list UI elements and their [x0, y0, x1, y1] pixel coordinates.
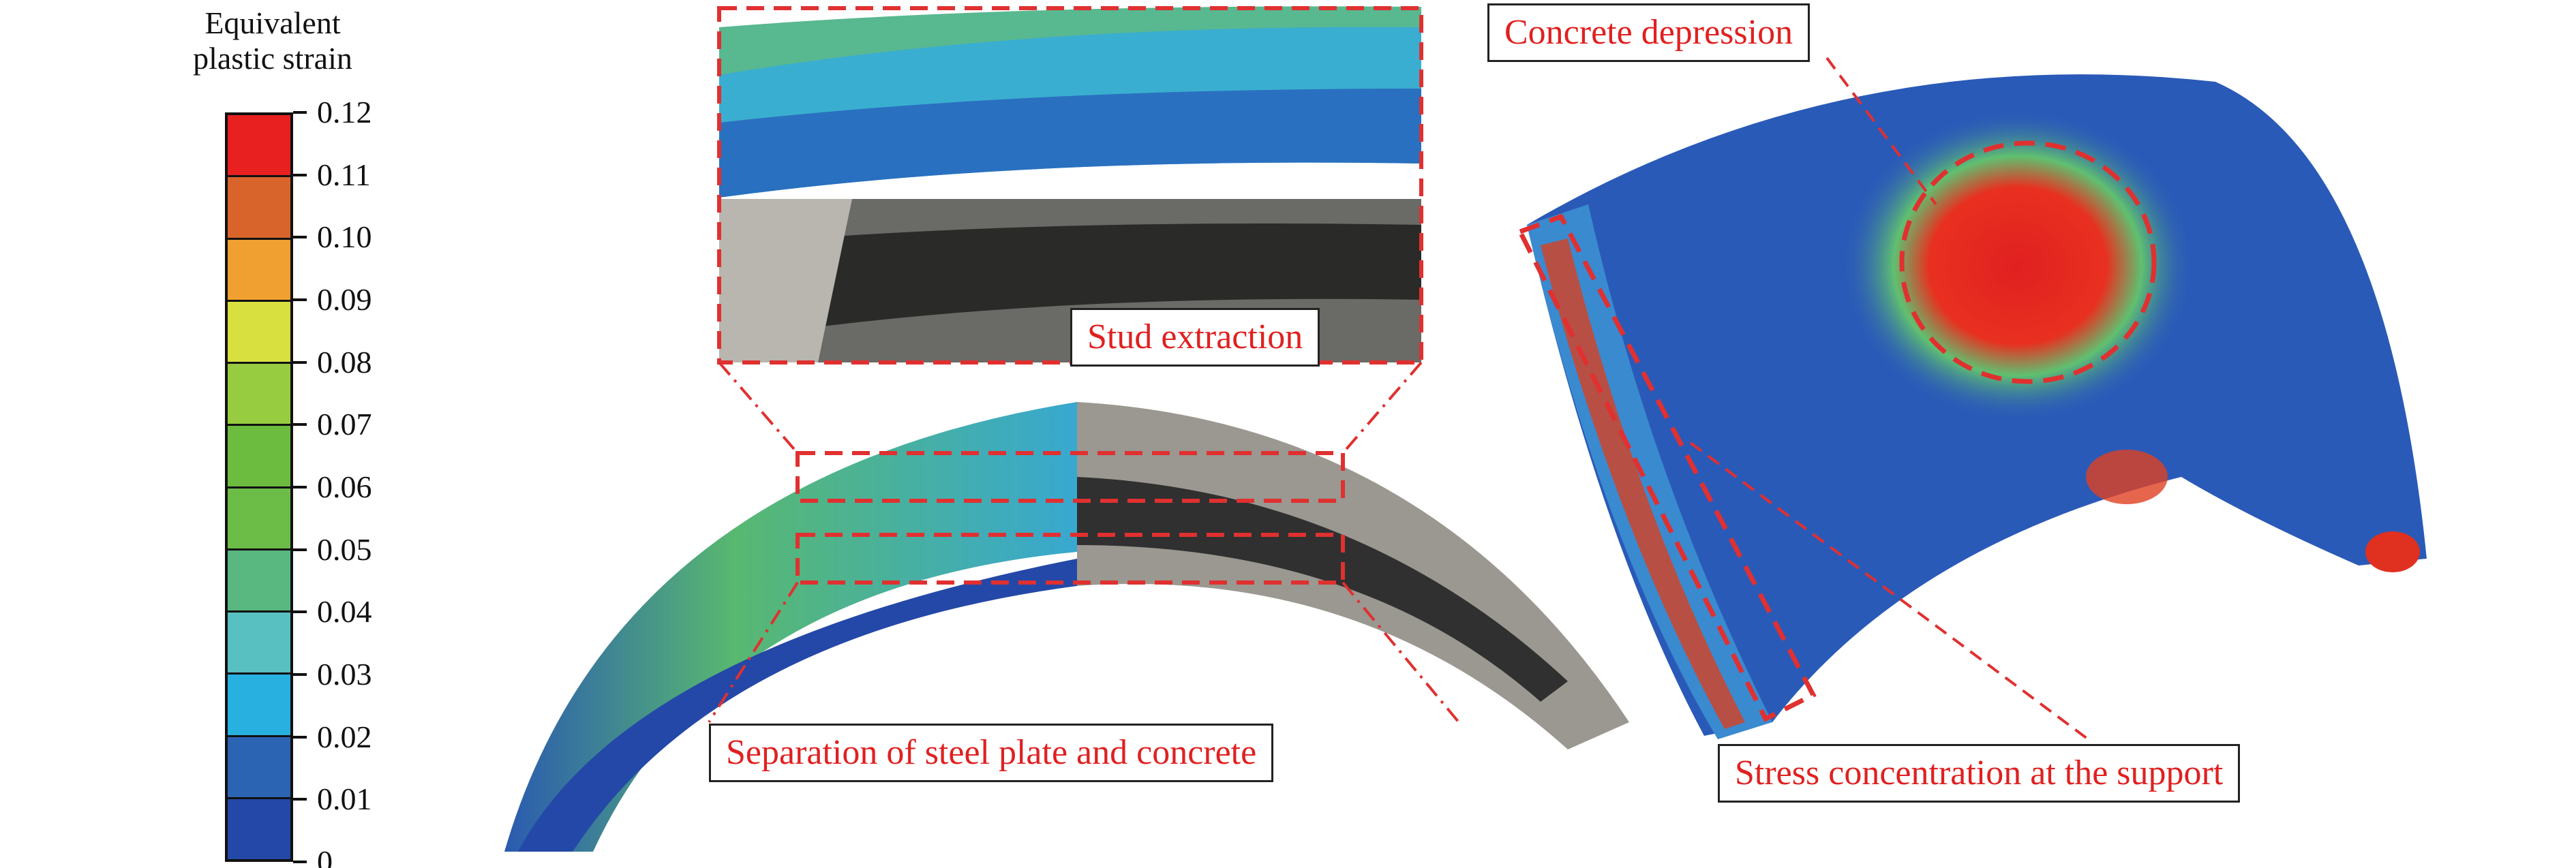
colorbar-tick [293, 673, 307, 676]
colorbar-band [228, 550, 290, 613]
colorbar-tick [293, 173, 307, 176]
arch-fe-model [504, 402, 1077, 852]
colorbar-tick-label: 0.10 [317, 219, 372, 255]
colorbar-tick-label: 0.02 [317, 719, 372, 754]
inset-fe-model [719, 6, 1421, 198]
colorbar-tick [293, 423, 307, 427]
support-dashed-box [1517, 213, 1817, 722]
dashed-box-separation [795, 533, 1345, 585]
leader-lines [708, 361, 1460, 724]
colorbar-tick [293, 798, 307, 801]
legend-title: Equivalent plastic strain [170, 5, 375, 76]
label-concrete-depression: Concrete depression [1487, 3, 1810, 62]
colorbar-tick-label: 0 [317, 844, 333, 868]
colorbar-band [228, 675, 290, 737]
arch-photo [1077, 402, 1629, 749]
label-stud-extraction: Stud extraction [1070, 308, 1320, 367]
colorbar-tick [293, 298, 307, 301]
label-stress-concentration: Stress concentration at the support [1718, 744, 2241, 803]
colorbar-tick-label: 0.07 [317, 407, 372, 442]
colorbar-tick [293, 360, 307, 364]
colorbar-tick-label: 0.06 [317, 469, 372, 504]
label-separation: Separation of steel plate and concrete [709, 724, 1274, 782]
colorbar-tick-label: 0.01 [317, 781, 372, 817]
colorbar-band [228, 301, 290, 364]
colorbar-band [228, 364, 290, 427]
colorbar-tick [293, 236, 307, 239]
shell-leader-lines [1689, 57, 2094, 744]
colorbar-tick-label: 0.04 [317, 594, 372, 630]
colorbar-band [228, 488, 290, 551]
legend-title-line2: plastic strain [193, 41, 352, 76]
colorbar-tick [293, 486, 307, 489]
colorbar-tick-label: 0.09 [317, 282, 372, 317]
colorbar-band [228, 613, 290, 675]
colorbar-tick [293, 861, 307, 863]
colorbar-tick-label: 0.12 [317, 95, 372, 129]
colorbar-tick [293, 735, 307, 739]
colorbar-tick [293, 111, 307, 114]
colorbar-band [228, 799, 290, 859]
colorbar [225, 112, 293, 862]
depression-ellipse [1899, 140, 2157, 384]
colorbar-tick-label: 0.11 [317, 157, 371, 192]
colorbar-band [228, 239, 290, 302]
colorbar-tick [293, 610, 307, 614]
colorbar-band [228, 115, 290, 178]
colorbar-tick-label: 0.08 [317, 344, 372, 379]
colorbar-band [228, 737, 290, 799]
colorbar-band [228, 426, 290, 489]
legend-title-line1: Equivalent [204, 5, 341, 40]
dashed-box-stud [795, 451, 1345, 503]
colorbar-tick [293, 548, 307, 551]
colorbar-tick-label: 0.03 [317, 657, 372, 692]
colorbar-tick-label: 0.05 [317, 531, 372, 567]
colorbar-band [228, 177, 290, 240]
